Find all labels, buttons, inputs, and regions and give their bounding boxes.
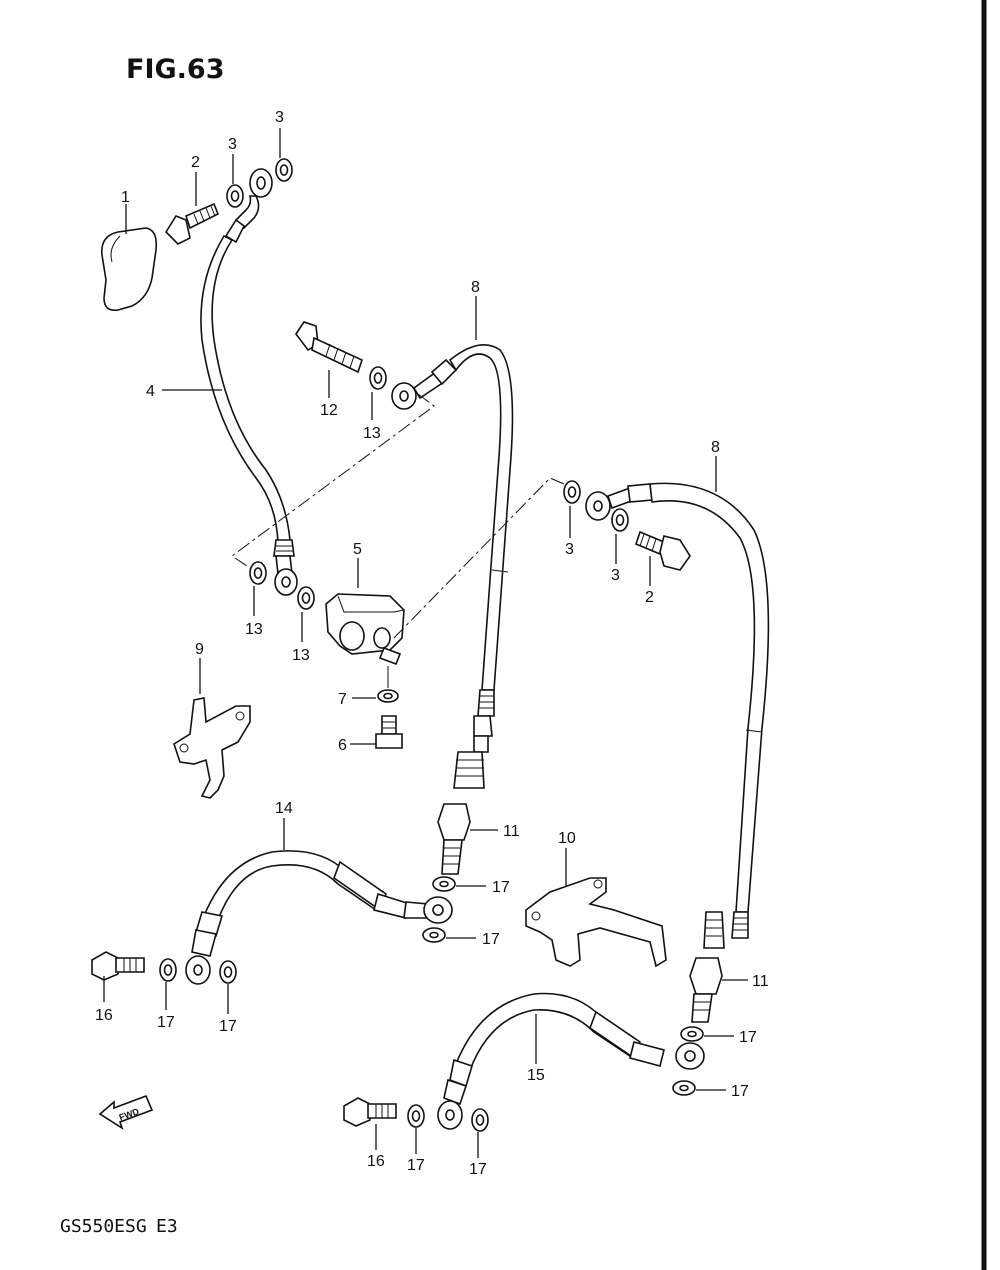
- part-16-banjo-bolt-left: [91, 951, 145, 981]
- part-6-bolt: [375, 715, 403, 749]
- callout-17: 17: [482, 931, 500, 948]
- callout-16: 16: [95, 1007, 113, 1024]
- part-17-washer-h: [471, 1108, 489, 1132]
- callout-4: 4: [146, 383, 155, 400]
- part-3-washer-right-b: [611, 508, 629, 532]
- part-14-lower-hose-left: [185, 850, 453, 985]
- part-2-banjo-bolt-top: [164, 202, 220, 245]
- part-17-washer-b: [422, 927, 446, 943]
- callout-17: 17: [157, 1014, 175, 1031]
- part-11-union-left: [437, 803, 471, 875]
- model-code-caption: GS550ESG: [60, 1216, 147, 1237]
- part-17-washer-g: [407, 1104, 425, 1128]
- callout-2: 2: [191, 154, 200, 171]
- callout-14: 14: [275, 800, 293, 817]
- leader-lines: [103, 128, 748, 1158]
- part-11-union-right: [689, 957, 723, 1023]
- callout-3: 3: [228, 136, 237, 153]
- part-13-washer-joint-a: [249, 561, 267, 585]
- callout-17: 17: [731, 1083, 749, 1100]
- part-3-washer-right-a: [563, 480, 581, 504]
- part-15-lower-hose-right: [437, 992, 705, 1130]
- callout-12: 12: [320, 402, 338, 419]
- callout-8: 8: [471, 279, 480, 296]
- part-10-bracket: [525, 877, 667, 968]
- callout-13: 13: [292, 647, 310, 664]
- callout-5: 5: [353, 541, 362, 558]
- callout-2: 2: [645, 589, 654, 606]
- callout-9: 9: [195, 641, 204, 658]
- callout-16: 16: [367, 1153, 385, 1170]
- part-17-washer-a: [432, 876, 456, 892]
- callout-1: 1: [121, 189, 130, 206]
- forward-direction-arrow: FWD: [98, 1094, 154, 1130]
- callout-17: 17: [469, 1161, 487, 1178]
- part-4-upper-brake-hose: [200, 168, 298, 596]
- callout-11: 11: [752, 973, 769, 990]
- part-13-washer-middle: [369, 366, 387, 390]
- callout-17: 17: [492, 879, 510, 896]
- part-8-long-hose-right: [585, 482, 770, 949]
- callout-8: 8: [711, 439, 720, 456]
- part-13-washer-joint-b: [297, 586, 315, 610]
- callout-labels: 1 2 3 3 4 8 12 13 8 3 3 2 5 13 13 9 7 6 …: [95, 109, 769, 1178]
- callout-6: 6: [338, 737, 347, 754]
- region-code-caption: E3: [156, 1216, 178, 1237]
- callout-15: 15: [527, 1067, 545, 1084]
- callout-17: 17: [739, 1029, 757, 1046]
- callout-3: 3: [565, 541, 574, 558]
- part-16-banjo-bolt-right: [343, 1097, 397, 1127]
- part-17-washer-c: [159, 958, 177, 982]
- assembly-reference-lines: [231, 393, 565, 688]
- part-9-bracket: [173, 697, 251, 799]
- callout-7: 7: [338, 691, 347, 708]
- part-3-washer-top-a: [226, 184, 244, 208]
- part-7-lock-washer: [377, 689, 399, 703]
- callout-10: 10: [558, 830, 576, 847]
- part-12-banjo-bolt: [295, 321, 363, 374]
- part-5-joint: [325, 593, 405, 666]
- figure-title: FIG.63: [126, 54, 224, 85]
- callout-17: 17: [219, 1018, 237, 1035]
- callout-3: 3: [275, 109, 284, 126]
- part-8-long-hose-left: [391, 344, 514, 789]
- callout-13: 13: [363, 425, 381, 442]
- callout-13: 13: [245, 621, 263, 638]
- callout-3: 3: [611, 567, 620, 584]
- callout-11: 11: [503, 823, 520, 840]
- callout-17: 17: [407, 1157, 425, 1174]
- part-1-cap: [101, 227, 158, 312]
- part-17-washer-e: [680, 1026, 704, 1042]
- part-17-washer-f: [672, 1080, 696, 1096]
- part-3-washer-top-b: [275, 158, 293, 182]
- part-2-banjo-bolt-right: [635, 530, 691, 571]
- part-17-washer-d: [219, 960, 237, 984]
